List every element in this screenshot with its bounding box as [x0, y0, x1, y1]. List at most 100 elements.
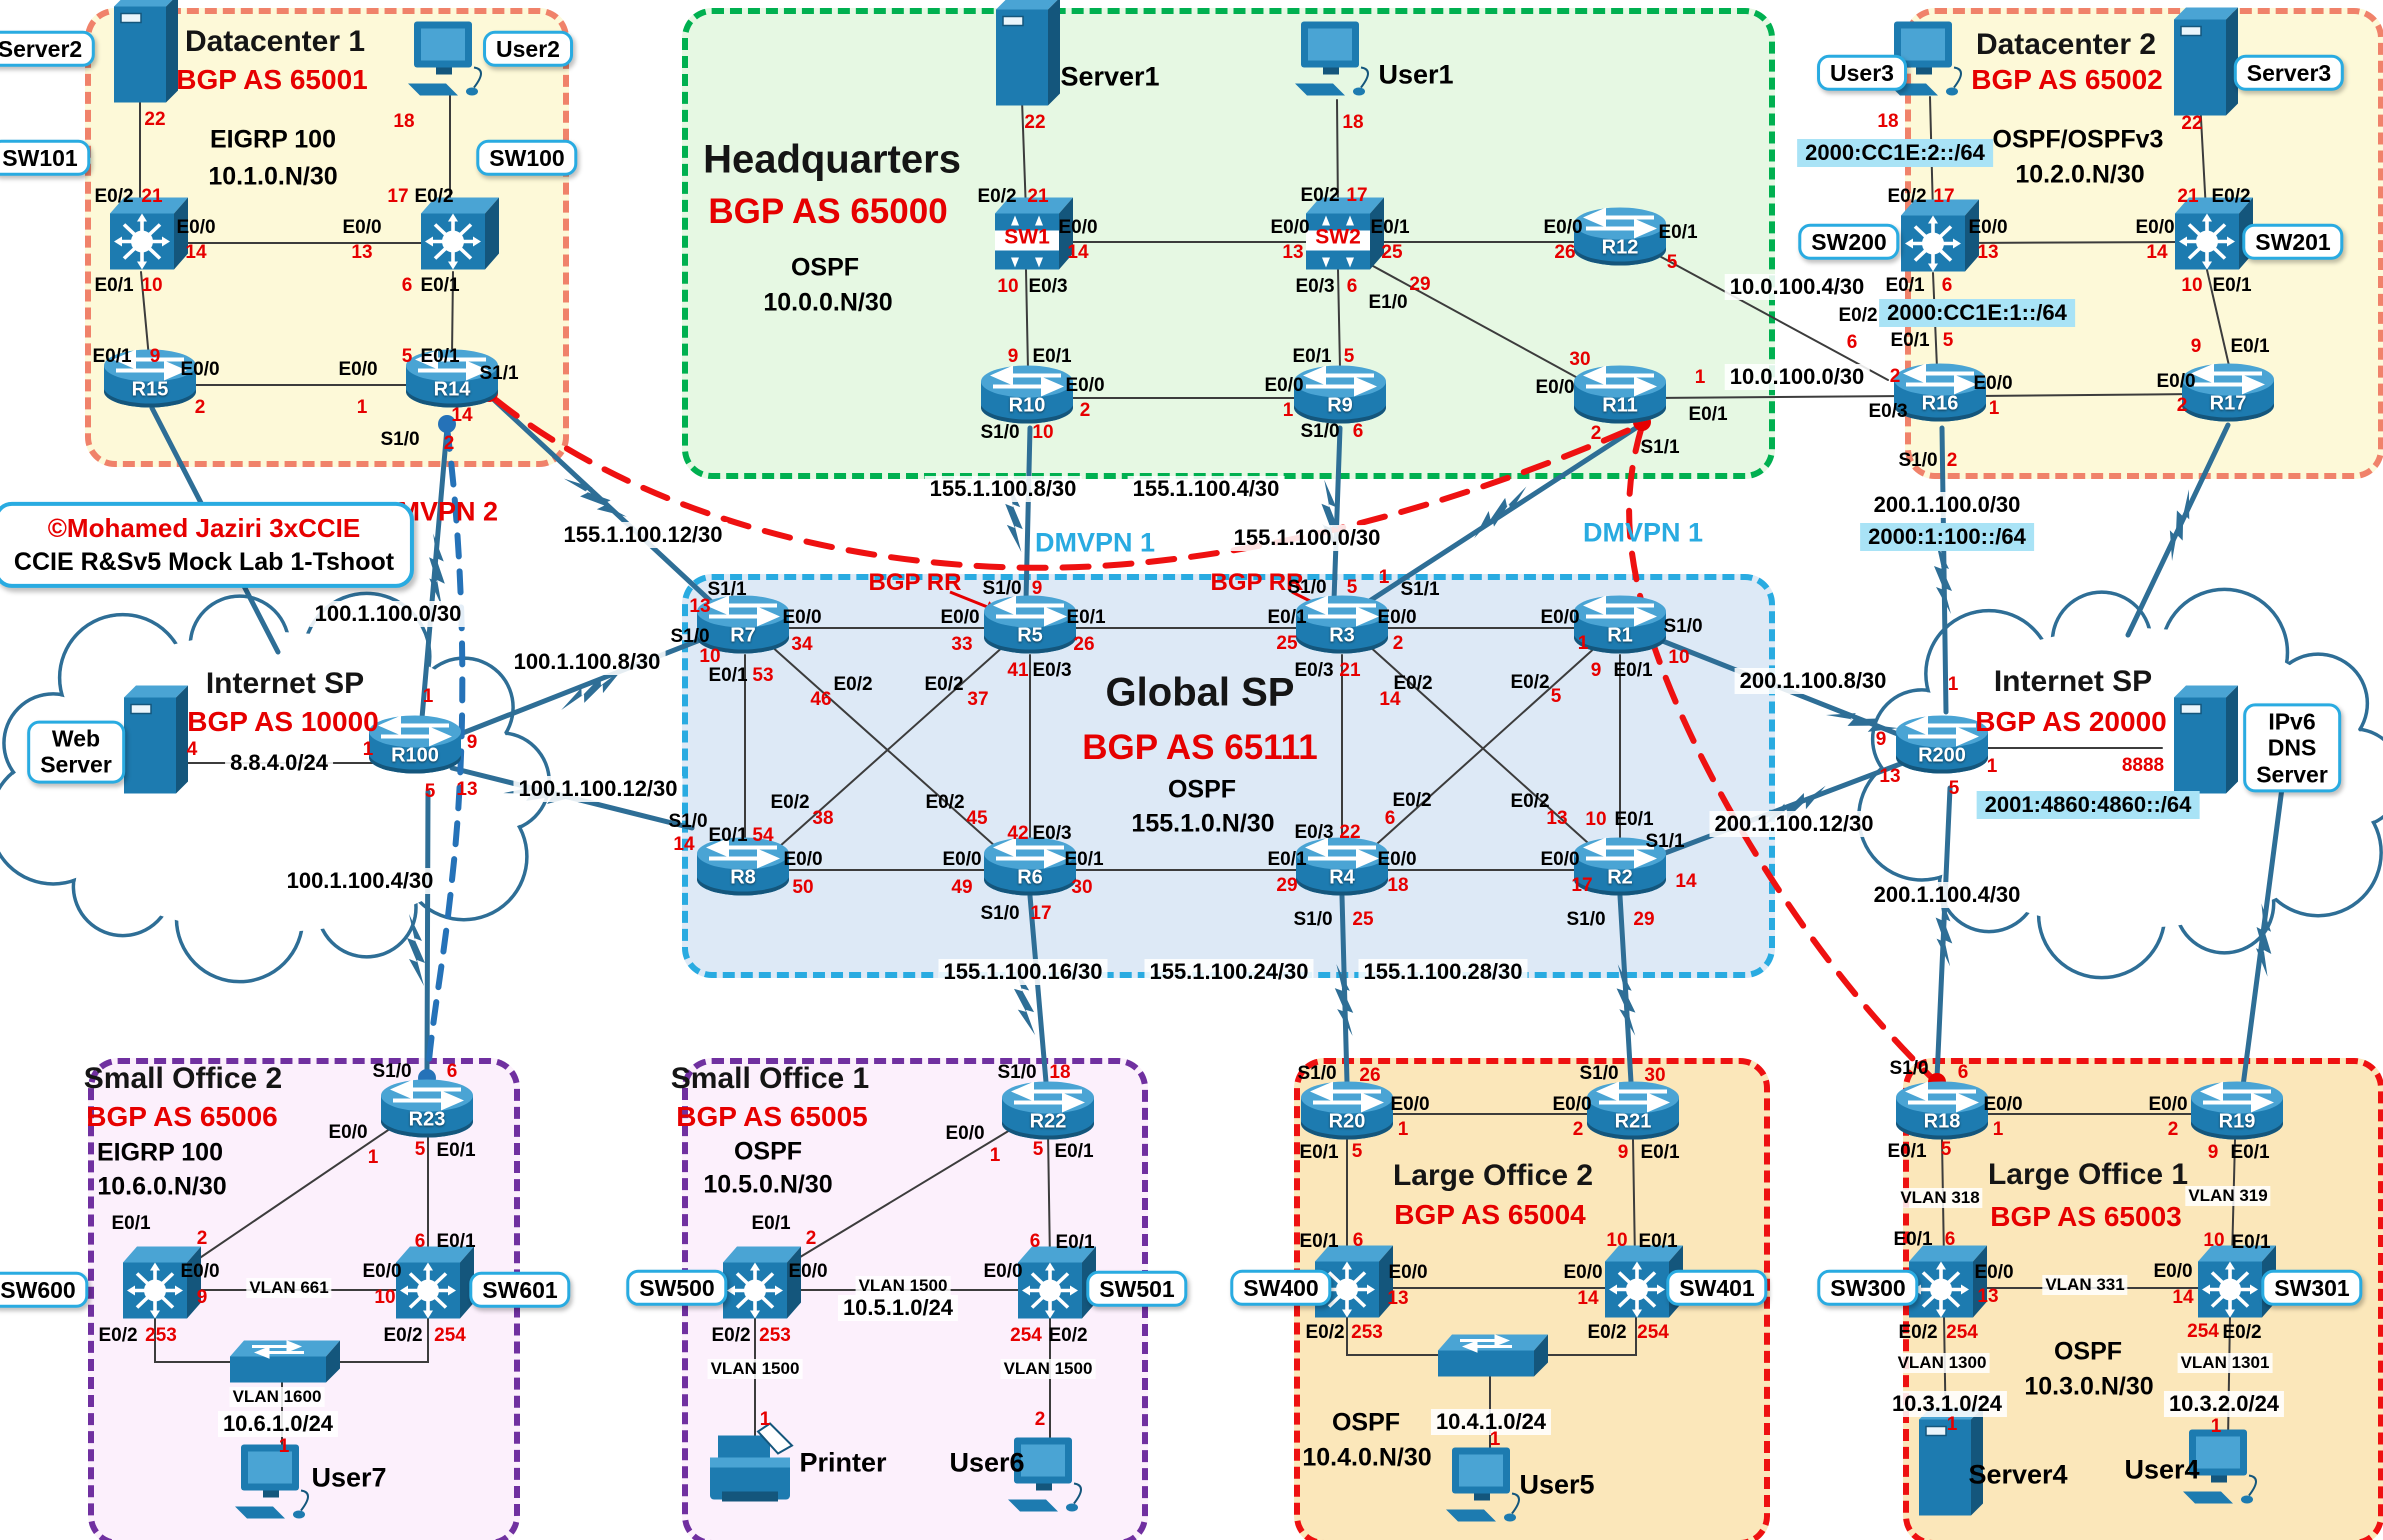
pc-user3 [1880, 16, 1980, 109]
badge-sw100: SW100 [476, 139, 578, 177]
num-label-42: 42 [1007, 823, 1029, 844]
num-label-9: 9 [1007, 346, 1019, 367]
subnet-label-200-1-100-4-30: 200.1.100.4/30 [1868, 882, 2026, 908]
node-label: R3 [1329, 623, 1355, 646]
switch-band-sw1: SW1 [980, 192, 1074, 289]
host-label-server1: Server1 [1060, 61, 1160, 92]
badge-sw500: SW500 [626, 1269, 728, 1307]
subnet6-label-2000-cc1e-1-64: 2000:CC1E:1::/64 [1879, 299, 2075, 327]
port-label-e0-0: E0/0 [983, 1261, 1023, 1282]
lightning-bolt-icon [1005, 479, 1023, 553]
port-label-e0-1: E0/1 [1299, 1142, 1339, 1163]
num-label-25: 25 [1352, 909, 1374, 930]
router-r22: R22 [998, 1079, 1098, 1150]
router-icon [1574, 207, 1666, 266]
num-label-30: 30 [1644, 1065, 1666, 1086]
vlan-label-vlan-1500: VLAN 1500 [1000, 1359, 1096, 1379]
num-label-26: 26 [1554, 242, 1576, 263]
port-label-e0-0: E0/0 [942, 849, 982, 870]
pc-icon [1446, 1447, 1520, 1522]
num-label-14: 14 [2146, 242, 2168, 263]
switch-icon [123, 1246, 201, 1319]
proto-label-ospf: OSPF [1167, 775, 1237, 804]
port-label-e0-0: E0/0 [1563, 1262, 1603, 1283]
proto-label-155-1-0-n-30: 155.1.0.N/30 [1131, 809, 1275, 838]
pc-user1 [1287, 16, 1387, 109]
port-label-e0-1: E0/1 [1054, 1141, 1094, 1162]
num-label-6: 6 [401, 275, 413, 296]
port-label-e0-2: E0/2 [770, 792, 810, 813]
tunnel-endpoint-dot [438, 415, 456, 433]
badge-ipv6-dns-server: IPv6 DNS Server [2243, 703, 2341, 793]
port-label-s1-0: S1/0 [380, 429, 420, 450]
eth-link [1531, 1315, 1637, 1356]
num-label-1: 1 [989, 1145, 1001, 1166]
num-label-37: 37 [967, 689, 989, 710]
as-xl-label-bgp-as-65000: BGP AS 65000 [708, 192, 948, 231]
as-label-bgp-as-65006: BGP AS 65006 [86, 1101, 278, 1132]
proto-label-ospf: OSPF [790, 253, 860, 282]
port-label-e0-0: E0/0 [2153, 1261, 2193, 1282]
title-xl-label-global-sp: Global SP [1105, 670, 1295, 715]
port-label-e0-1: E0/1 [1613, 660, 1653, 681]
router-icon [104, 349, 196, 408]
num-label-21: 21 [1339, 660, 1361, 681]
port-label-s1-1: S1/1 [707, 579, 747, 600]
router-r21: R21 [1583, 1079, 1683, 1150]
eth-link [2199, 99, 2207, 212]
subnet-label-200-1-100-0-30: 200.1.100.0/30 [1868, 492, 2026, 518]
num-label-17: 17 [387, 186, 409, 207]
port-label-e0-0: E0/0 [1377, 849, 1417, 870]
pc-user5 [1438, 1442, 1538, 1535]
port-label-e0-1: E0/1 [708, 825, 748, 846]
host-label-user1: User1 [1378, 59, 1454, 90]
subnet-label-10-3-1-0-24: 10.3.1.0/24 [1886, 1391, 2008, 1417]
num-label-22: 22 [1339, 822, 1361, 843]
subnet-label-100-1-100-4-30: 100.1.100.4/30 [281, 868, 439, 894]
dmvpn2-link [425, 425, 466, 1075]
node-label: R1 [1607, 623, 1633, 646]
num-label-1: 1 [1378, 567, 1390, 588]
num-label-25: 25 [1276, 633, 1298, 654]
router-r5: R5 [980, 593, 1080, 664]
serial-link [1939, 425, 1949, 715]
dmvpn1-link [493, 397, 1641, 571]
subnet-label-10-0-100-4-30: 10.0.100.4/30 [1724, 274, 1870, 300]
subnet-label-155-1-100-8-30: 155.1.100.8/30 [924, 476, 1082, 502]
port-label-e0-2: E0/2 [925, 792, 965, 813]
port-label-e0-0: E0/0 [1974, 1262, 2014, 1283]
router-r12: R12 [1570, 205, 1670, 276]
port-label-e0-1: E0/1 [751, 1213, 791, 1234]
badge-sw200: SW200 [1798, 223, 1900, 261]
subnet-label-100-1-100-8-30: 100.1.100.8/30 [508, 649, 666, 675]
router-r2: R2 [1570, 835, 1670, 906]
port-label-e0-1: E0/1 [1267, 849, 1307, 870]
num-label-1: 1 [1988, 398, 2000, 419]
num-label-9: 9 [1590, 660, 1602, 681]
port-label-s1-0: S1/0 [1889, 1058, 1929, 1079]
num-label-18: 18 [1049, 1062, 1071, 1083]
port-label-s1-0: S1/0 [1898, 450, 1938, 471]
num-label-6: 6 [1352, 421, 1364, 442]
badge-web-server: Web Server [27, 720, 125, 784]
port-label-s1-0: S1/0 [1287, 577, 1327, 598]
proto-label-ospf-ospfv3: OSPF/OSPFv3 [1992, 125, 2164, 154]
serial-link [424, 789, 431, 1075]
num-label-21: 21 [2177, 186, 2199, 207]
router-r4: R4 [1292, 835, 1392, 906]
port-label-e0-3: E0/3 [1868, 401, 1908, 422]
num-label-9: 9 [149, 346, 161, 367]
num-label-9: 9 [1875, 729, 1887, 750]
num-label-38: 38 [812, 808, 834, 829]
port-label-e0-2: E0/2 [1048, 1325, 1088, 1346]
vlan-label-vlan-318: VLAN 318 [1897, 1188, 1983, 1208]
switch-icon [110, 197, 188, 270]
router-icon [1896, 715, 1988, 774]
num-label-45: 45 [966, 808, 988, 829]
switch-icon [1018, 1246, 1096, 1319]
mini-switch [222, 1332, 342, 1395]
port-label-e0-1: E0/1 [420, 275, 460, 296]
num-label-14: 14 [1577, 1288, 1599, 1309]
badge-sw600: SW600 [0, 1271, 89, 1309]
printer-icon [710, 1422, 794, 1502]
